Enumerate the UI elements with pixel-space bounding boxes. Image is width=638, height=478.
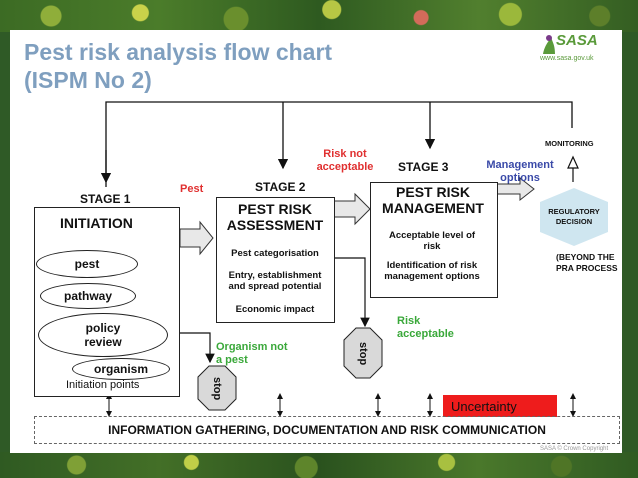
title-line-1: Pest risk analysis flow chart: [24, 39, 333, 65]
stage2-item-1: Pest categorisation: [231, 248, 319, 259]
background-foliage-top: [0, 0, 638, 32]
risk-not-acceptable-label: Risk not acceptable: [316, 148, 374, 173]
logo-url: www.sasa.gov.uk: [540, 55, 594, 62]
copyright-text: SASA © Crown Copyright: [540, 446, 609, 452]
stage2-name: PEST RISK ASSESSMENT: [226, 201, 324, 233]
oval-pathway: pathway: [40, 283, 136, 309]
regulatory-decision-label: REGULATORY DECISION: [548, 207, 600, 226]
information-gathering-bar: INFORMATION GATHERING, DOCUMENTATION AND…: [34, 416, 620, 444]
stop-sign-2-text: stop: [357, 342, 369, 366]
stage2-box: [216, 197, 335, 323]
initiation-points-label: Initiation points: [66, 379, 140, 391]
organism-not-pest-label: Organism not a pest: [216, 341, 288, 366]
stage2-item-3: Economic impact: [235, 304, 315, 315]
beyond-pra-label: (BEYOND THE PRA PROCESS: [556, 252, 618, 273]
slide-title: Pest risk analysis flow chart (ISPM No 2…: [24, 38, 332, 94]
stage3-name: PEST RISK MANAGEMENT: [382, 184, 484, 216]
risk-acceptable-label: Risk acceptable: [397, 315, 454, 340]
stage1-label: STAGE 1: [80, 192, 131, 206]
title-line-2: (ISPM No 2): [24, 67, 152, 93]
stage1-name: INITIATION: [60, 215, 133, 231]
stage3-label: STAGE 3: [398, 160, 449, 174]
management-options-label: Management options: [486, 159, 554, 184]
oval-policy-review: policy review: [38, 313, 168, 357]
uncertainty-box: Uncertainty: [443, 395, 557, 417]
stage3-box: [370, 182, 498, 298]
stage3-item-1: Acceptable level of risk: [388, 230, 476, 252]
monitoring-label: MONITORING: [545, 139, 594, 148]
oval-organism: organism: [72, 358, 170, 380]
logo-name: SASA: [556, 32, 598, 49]
pest-label: Pest: [180, 183, 204, 195]
stop-sign-1-text: stop: [211, 377, 223, 401]
stage2-label: STAGE 2: [255, 180, 306, 194]
oval-pest: pest: [36, 250, 138, 278]
stage3-item-2: Identification of risk management option…: [384, 260, 480, 282]
stage2-item-2: Entry, establishment and spread potentia…: [228, 270, 322, 292]
sasa-logo-icon: [543, 35, 555, 54]
background-foliage-bottom: [0, 452, 638, 478]
